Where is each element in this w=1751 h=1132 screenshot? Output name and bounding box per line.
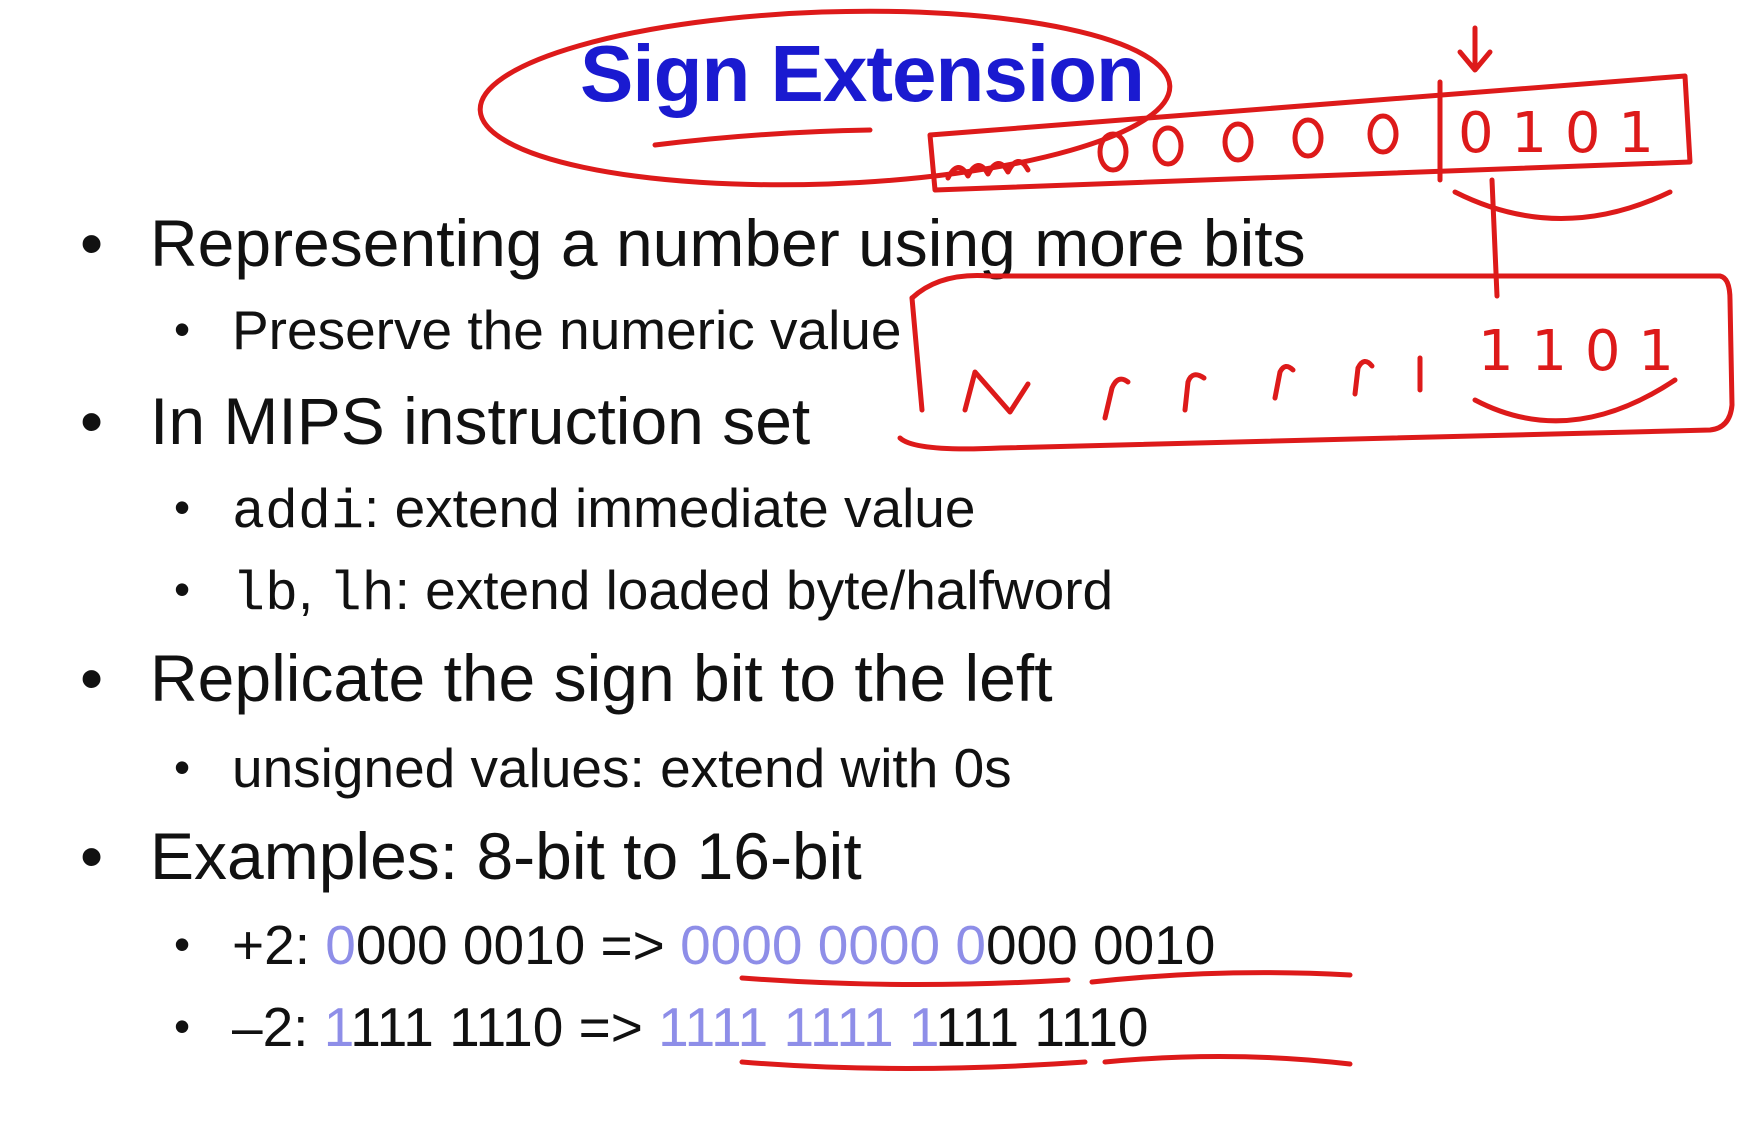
bullet-dot: • xyxy=(80,206,104,280)
bullet-dot: • xyxy=(174,1000,191,1052)
bullet-text: unsigned values: extend with 0s xyxy=(232,737,1012,799)
bullet-dot: • xyxy=(80,641,104,715)
arrow: => xyxy=(585,914,681,976)
bottom-box-left-mark xyxy=(909,295,925,413)
bullet-text: Examples: 8-bit to 16-bit xyxy=(150,819,862,893)
bullet-text: Replicate the sign bit to the left xyxy=(150,641,1053,715)
bullet-text: In MIPS instruction set xyxy=(150,384,811,458)
sub-bullet-preserve: • Preserve the numeric value xyxy=(174,298,902,362)
ex1-extended-underline xyxy=(739,975,1071,988)
source-sign-bit: 1 xyxy=(323,996,353,1058)
arrow-head-mark xyxy=(1457,49,1493,73)
bullet-text: Representing a number using more bits xyxy=(150,206,1306,280)
source-remaining-bits: 000 0010 xyxy=(355,914,586,976)
bullet-representing: • Representing a number using more bits xyxy=(80,205,1306,281)
code-addi: addi xyxy=(232,481,365,544)
bullet-dot: • xyxy=(174,481,191,533)
bullet-mips: • In MIPS instruction set xyxy=(80,383,811,459)
bullet-dot: • xyxy=(174,918,191,970)
title-underline-mark xyxy=(652,127,873,148)
bullet-text: Preserve the numeric value xyxy=(232,299,902,361)
top-low-bits-mark: 0 1 0 1 xyxy=(1458,101,1654,166)
example-label: –2: xyxy=(232,996,324,1058)
example-plus-two: • +2: 0000 0010 => 0000 0000 0000 0010 xyxy=(174,913,1216,977)
scribbled-bits-mark xyxy=(945,159,1031,181)
bullet-examples: • Examples: 8-bit to 16-bit xyxy=(80,818,862,894)
connector-mark xyxy=(1489,177,1500,299)
original-remaining-bits: 000 0010 xyxy=(985,914,1216,976)
sub-bullet-addi: • addi: extend immediate value xyxy=(174,476,976,544)
bottom-one-bits-mark xyxy=(1102,355,1423,421)
code-separator: , xyxy=(298,559,329,621)
bottom-brace-mark xyxy=(1472,377,1678,424)
arrow: => xyxy=(563,996,659,1058)
example-minus-two: • –2: 1111 1110 => 1111 1111 1111 1110 xyxy=(174,995,1149,1059)
code-lh: lh xyxy=(328,563,395,626)
bullet-replicate: • Replicate the sign bit to the left xyxy=(80,640,1053,716)
bullet-dot: • xyxy=(80,819,104,893)
sub-bullet-unsigned: • unsigned values: extend with 0s xyxy=(174,736,1012,800)
bottom-n-bit-mark xyxy=(962,369,1031,415)
example-label: +2: xyxy=(232,914,326,976)
sub-bullet-lb-lh: • lb, lh: extend loaded byte/halfword xyxy=(174,558,1114,626)
top-brace-mark xyxy=(1452,189,1673,221)
source-remaining-bits: 111 1110 xyxy=(352,996,564,1058)
bullet-dot: • xyxy=(174,563,191,615)
bullet-text: : extend loaded byte/halfword xyxy=(394,559,1114,621)
code-lb: lb xyxy=(232,563,299,626)
bullet-dot: • xyxy=(174,741,191,793)
extended-bits: 1111 1111 1 xyxy=(658,996,938,1058)
source-sign-bit: 0 xyxy=(325,914,356,976)
bullet-text: : extend immediate value xyxy=(364,477,976,539)
bottom-bits-box-mark xyxy=(897,273,1735,452)
top-zero-bits-mark xyxy=(1097,113,1399,173)
slide-title: Sign Extension xyxy=(580,29,1145,118)
ex2-extended-underline xyxy=(739,1059,1088,1071)
original-remaining-bits: 111 1110 xyxy=(937,996,1149,1058)
bullet-dot: • xyxy=(174,303,191,355)
bullet-dot: • xyxy=(80,384,104,458)
bottom-low-bits-mark: 1 1 0 1 xyxy=(1478,319,1674,384)
extended-bits: 0000 0000 0 xyxy=(680,914,986,976)
